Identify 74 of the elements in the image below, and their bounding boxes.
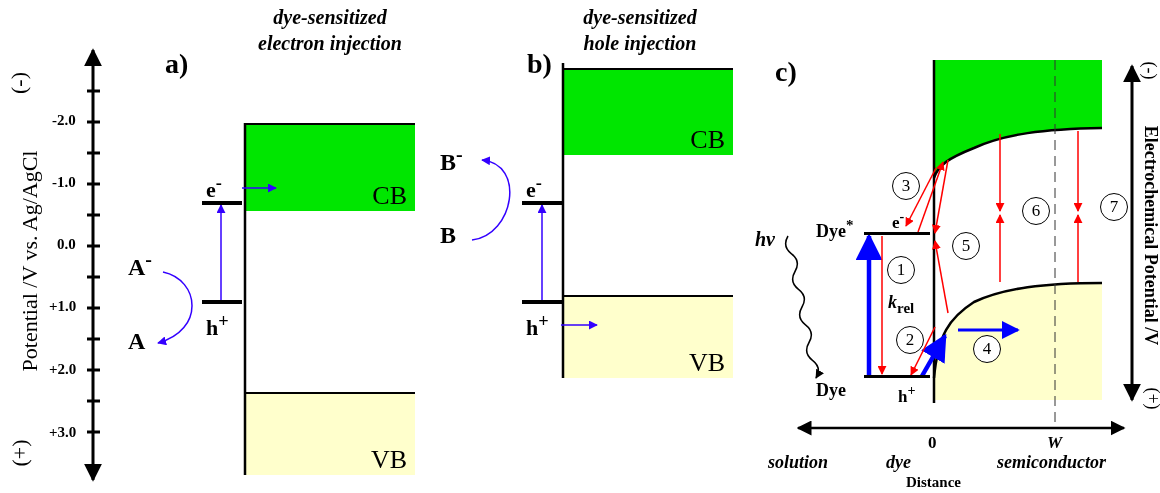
band-label: CB bbox=[372, 183, 407, 209]
charge-label: h$^{+}$ bbox=[526, 310, 549, 340]
step-number: 1 bbox=[887, 256, 915, 284]
arrow bbox=[920, 333, 947, 378]
tick-label: +3.0 bbox=[49, 424, 77, 441]
tick-label: -1.0 bbox=[52, 174, 76, 191]
arrow bbox=[995, 214, 1005, 283]
tick-label: +1.0 bbox=[49, 298, 77, 315]
tick-label: W bbox=[1047, 433, 1063, 453]
panel-heading: dye-sensitized electron injection bbox=[257, 5, 403, 56]
band-label: VB bbox=[688, 350, 725, 376]
arrow bbox=[1073, 214, 1083, 283]
arrow bbox=[471, 157, 511, 241]
energy-level bbox=[202, 300, 242, 336]
arrow bbox=[560, 320, 598, 330]
valence-band bbox=[563, 295, 733, 378]
energy-level bbox=[522, 300, 563, 336]
conduction-band bbox=[563, 68, 733, 155]
arrow bbox=[855, 233, 883, 375]
axis-sign: (-) bbox=[1139, 61, 1160, 80]
panel-heading: dye-sensitized hole injection bbox=[582, 5, 698, 56]
energy-level bbox=[816, 375, 930, 401]
bent-conduction-band bbox=[934, 60, 1102, 178]
region-label: dye bbox=[886, 452, 911, 473]
arrow bbox=[241, 183, 277, 193]
valence-band bbox=[245, 392, 415, 475]
arrow bbox=[216, 204, 226, 301]
axis-title: Potential /V vs. Ag/AgCl bbox=[17, 149, 43, 374]
panel-letter: a) bbox=[165, 48, 189, 80]
region-label: semiconductor bbox=[997, 452, 1106, 473]
panel-letter: b) bbox=[527, 48, 552, 80]
arrow bbox=[932, 240, 949, 314]
axis-sign: (+) bbox=[1141, 387, 1160, 410]
tick-label: -2.0 bbox=[52, 112, 76, 129]
dye-label: Dye bbox=[816, 379, 846, 401]
tick-label: 0.0 bbox=[57, 236, 76, 253]
edge-label: k$_{rel}$ bbox=[888, 292, 915, 317]
arrow bbox=[995, 133, 1005, 212]
step-number: 3 bbox=[892, 172, 920, 200]
arrow bbox=[917, 161, 945, 233]
dye-label: Dye$^{*}$ bbox=[816, 216, 854, 242]
bent-valence-band bbox=[934, 280, 1102, 400]
arrow bbox=[905, 167, 937, 227]
tick-label: 0 bbox=[928, 433, 937, 453]
arrow bbox=[932, 159, 949, 234]
charge-label: e$^{-}$ bbox=[206, 172, 222, 202]
band-label: CB bbox=[690, 127, 725, 153]
species-label: A bbox=[128, 328, 146, 354]
axis-sign: (-) bbox=[6, 72, 32, 94]
step-number: 5 bbox=[952, 232, 980, 260]
species-label: B bbox=[440, 222, 456, 248]
band-label: VB bbox=[370, 447, 407, 473]
species-label: A$^{-}$ bbox=[128, 254, 152, 280]
charge-label: h$^{+}$ bbox=[898, 381, 916, 408]
step-number: 2 bbox=[896, 326, 924, 354]
species-label: B$^{-}$ bbox=[440, 149, 463, 175]
arrow bbox=[877, 235, 887, 375]
axis-title: Electrochemical Potential /V bbox=[1139, 124, 1160, 348]
wavy-arrow bbox=[784, 235, 824, 379]
step-number: 6 bbox=[1022, 197, 1050, 225]
panel-letter: c) bbox=[775, 56, 797, 88]
arrow bbox=[157, 271, 193, 345]
arrow bbox=[1073, 130, 1083, 212]
charge-label: e$^{-}$ bbox=[526, 172, 542, 202]
axis-title: Distance bbox=[906, 474, 961, 491]
charge-label: h$^{+}$ bbox=[206, 310, 229, 340]
arrow bbox=[910, 326, 936, 376]
region-label: solution bbox=[768, 452, 829, 473]
conduction-band bbox=[245, 123, 415, 211]
charge-label: e$^{-}$ bbox=[892, 207, 905, 234]
step-number: 7 bbox=[1100, 193, 1128, 221]
tick-label: +2.0 bbox=[49, 361, 77, 378]
axis-sign: (+) bbox=[6, 439, 33, 467]
arrow bbox=[537, 204, 547, 301]
